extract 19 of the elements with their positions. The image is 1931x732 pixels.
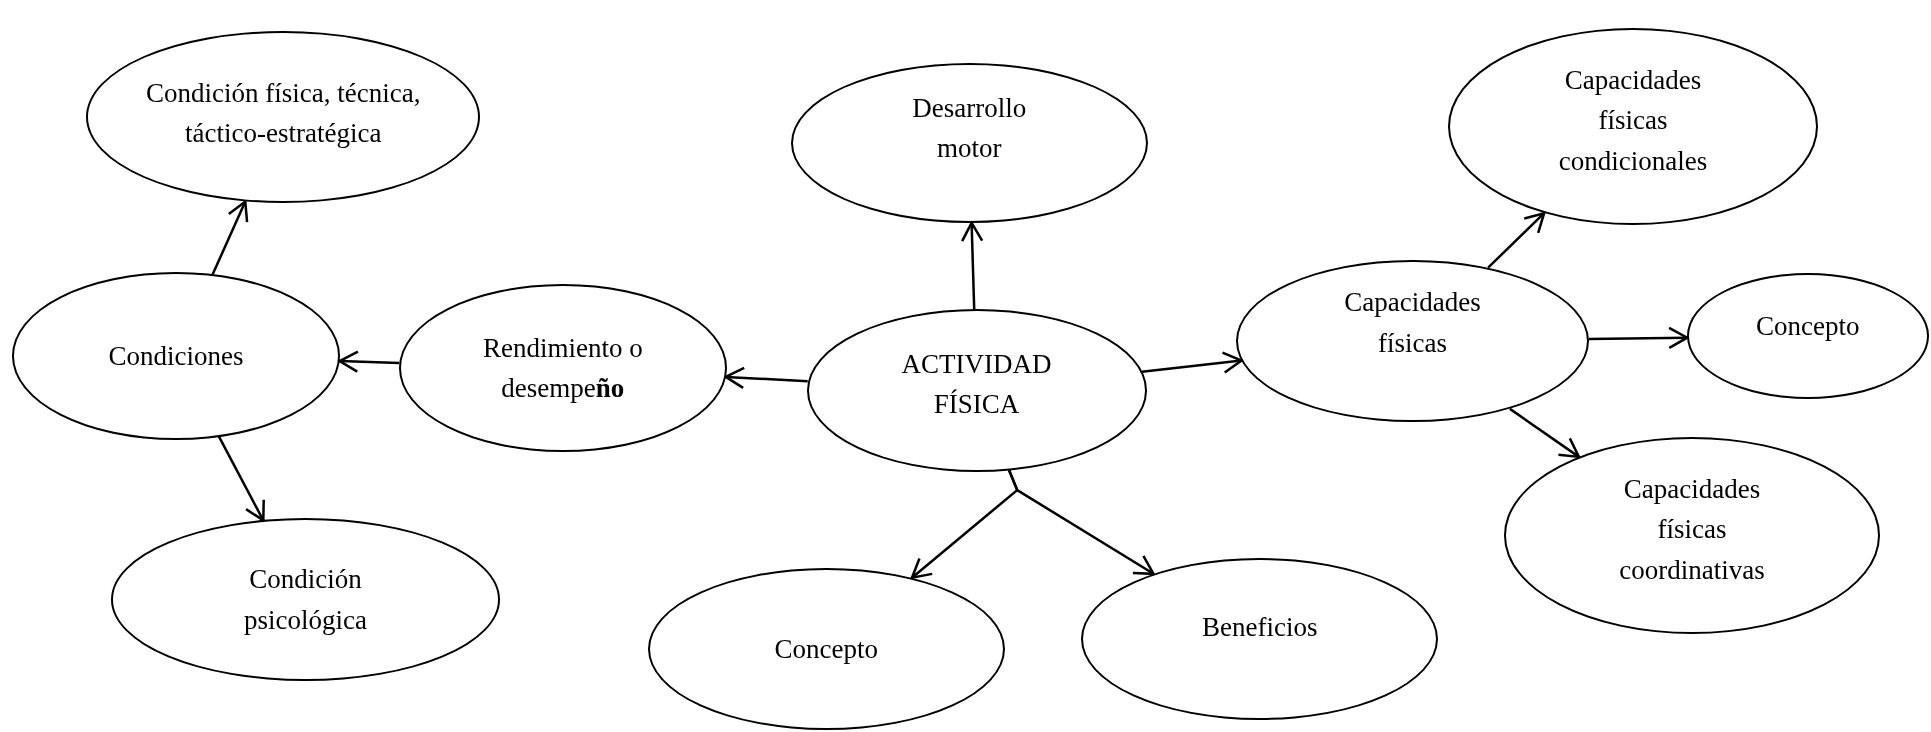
node-label: Capacidades físicas condicionales: [1557, 63, 1709, 178]
node-label: Condición física, técnica, táctico-estratégica: [145, 76, 422, 151]
arrow: [724, 366, 808, 390]
node-label: ACTIVIDAD FÍSICA: [900, 347, 1053, 422]
arrow: [1588, 326, 1689, 350]
arrow: [1487, 211, 1546, 269]
node-label: Capacidades físicas: [1343, 286, 1482, 360]
node-label: Concepto: [774, 632, 879, 666]
arrow: [1509, 407, 1581, 459]
node-label: Beneficios: [1202, 610, 1318, 644]
node-label: Concepto: [1756, 310, 1860, 344]
arrow: [960, 221, 984, 310]
node-label: Desarrollo motor: [911, 91, 1028, 166]
arrow: [338, 350, 400, 373]
node-label: Condición psicológica: [242, 563, 368, 637]
arrow: [1007, 469, 1155, 576]
node-label: Condiciones: [108, 339, 244, 373]
node-label: Capacidades físicas coordinativas: [1618, 472, 1766, 587]
node-label: Rendimiento o desempeño: [481, 331, 644, 406]
